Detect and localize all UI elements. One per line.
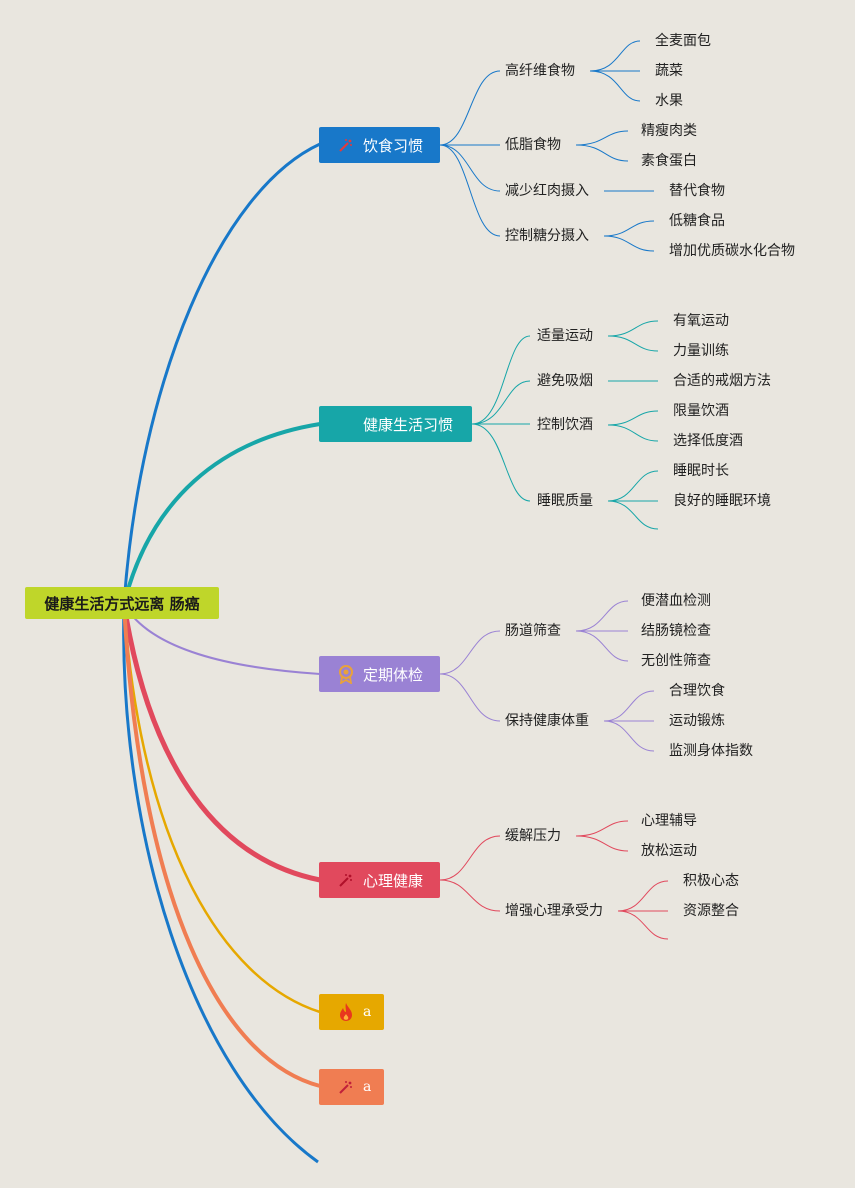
branch-label: a (363, 1004, 372, 1020)
sub-topic[interactable]: 缓解压力 (505, 828, 561, 844)
sub-topic[interactable]: 控制饮酒 (537, 417, 593, 433)
branch-mental[interactable]: 心理健康 (319, 862, 440, 898)
sub-topic[interactable]: 低脂食物 (505, 137, 561, 153)
leaf-topic[interactable]: 低糖食品 (669, 213, 725, 229)
leaf-topic[interactable]: 无创性筛查 (641, 653, 711, 669)
root-node[interactable]: 健康生活方式远离 肠癌 (25, 587, 219, 619)
leaf-topic[interactable]: 合适的戒烟方法 (673, 373, 771, 389)
leaf-topic[interactable]: 水果 (655, 93, 683, 109)
branch-diet[interactable]: 饮食习惯 (319, 127, 440, 163)
magic-wand-icon (335, 869, 357, 891)
leaf-topic[interactable]: 合理饮食 (669, 683, 725, 699)
leaf-topic[interactable]: 结肠镜检查 (641, 623, 711, 639)
sub-topic[interactable]: 避免吸烟 (537, 373, 593, 389)
blank-icon (335, 413, 357, 435)
sub-topic[interactable]: 减少红肉摄入 (505, 183, 589, 199)
branch-label: a (363, 1079, 372, 1095)
leaf-topic[interactable]: 积极心态 (683, 873, 739, 889)
sub-topic[interactable]: 控制糖分摄入 (505, 228, 589, 244)
mental-connectors (439, 820, 669, 940)
lifestyle-connectors (471, 320, 659, 530)
diet-connectors (439, 40, 655, 252)
leaf-topic[interactable]: 蔬菜 (655, 63, 683, 79)
branch-checkup[interactable]: 定期体检 (319, 656, 440, 692)
leaf-topic[interactable]: 运动锻炼 (669, 713, 725, 729)
branch-label: 饮食习惯 (363, 136, 424, 155)
branch-lifestyle[interactable]: 健康生活习惯 (319, 406, 472, 442)
leaf-topic[interactable]: 增加优质碳水化合物 (669, 243, 795, 259)
leaf-topic[interactable]: 监测身体指数 (669, 743, 753, 759)
sub-topic[interactable]: 肠道筛查 (505, 623, 561, 639)
root-connector-lifestyle (122, 422, 321, 605)
checkup-connectors (439, 600, 655, 752)
leaf-topic[interactable]: 素食蛋白 (641, 153, 697, 169)
leaf-topic[interactable]: 良好的睡眠环境 (673, 493, 771, 509)
leaf-topic[interactable]: 心理辅导 (641, 813, 697, 829)
leaf-topic[interactable]: 选择低度酒 (673, 433, 743, 449)
leaf-topic[interactable]: 力量训练 (673, 343, 729, 359)
award-badge-icon (335, 663, 357, 685)
sub-topic[interactable]: 保持健康体重 (505, 713, 589, 729)
root-connector-a2 (122, 603, 321, 1088)
magic-wand-icon (335, 1076, 357, 1098)
fire-icon (335, 1001, 357, 1023)
root-connector-checkup (123, 603, 321, 675)
branch-label: 定期体检 (363, 665, 424, 684)
sub-topic[interactable]: 睡眠质量 (537, 493, 593, 509)
leaf-topic[interactable]: 放松运动 (641, 843, 697, 859)
root-connector-mental (121, 603, 321, 883)
leaf-topic[interactable]: 资源整合 (683, 903, 739, 919)
sub-topic[interactable]: 高纤维食物 (505, 63, 575, 79)
magic-wand-icon (335, 134, 357, 156)
leaf-topic[interactable]: 全麦面包 (655, 33, 711, 49)
leaf-topic[interactable]: 睡眠时长 (673, 463, 729, 479)
leaf-topic[interactable]: 精瘦肉类 (641, 123, 697, 139)
root-connector-diet (122, 142, 321, 605)
leaf-topic[interactable]: 替代食物 (669, 183, 725, 199)
root-connector-extra-blue (122, 603, 319, 1164)
branch-label: 心理健康 (363, 871, 424, 890)
branch-a-fire[interactable]: a (319, 994, 384, 1030)
branch-label: 健康生活习惯 (363, 415, 454, 434)
leaf-topic[interactable]: 便潜血检测 (641, 593, 711, 609)
sub-topic[interactable]: 适量运动 (537, 328, 593, 344)
root-connector-a1 (122, 603, 321, 1014)
leaf-topic[interactable]: 限量饮酒 (673, 403, 729, 419)
leaf-topic[interactable]: 有氧运动 (673, 313, 729, 329)
branch-a-wand[interactable]: a (319, 1069, 384, 1105)
sub-topic[interactable]: 增强心理承受力 (505, 903, 603, 919)
